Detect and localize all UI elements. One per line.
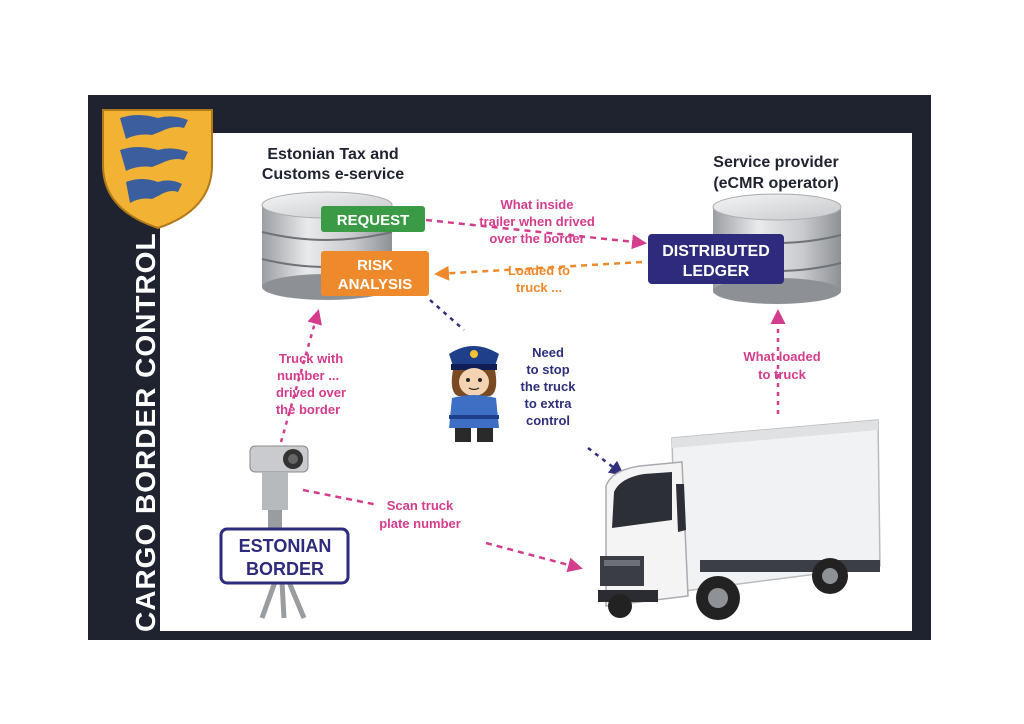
label-what-loaded-2: to truck: [758, 367, 806, 382]
label-truck-with-4: the border: [276, 402, 340, 417]
label-scan-truck-1: Scan truck: [387, 498, 454, 513]
label-truck-with-3: drived over: [276, 385, 346, 400]
risk-label-line1: RISK: [357, 257, 393, 274]
estonian-border-sign: ESTONIAN BORDER: [219, 527, 350, 585]
border-label-line2: BORDER: [246, 559, 324, 579]
arrow-police-to-truck: [587, 447, 625, 476]
label-need-stop-4: to extra: [525, 396, 573, 411]
label-need-stop-5: control: [526, 413, 570, 428]
arrow-camera-scan-start: [302, 488, 379, 507]
label-what-inside-3: over the border: [489, 231, 584, 246]
border-label-line1: ESTONIAN: [239, 536, 332, 556]
label-what-inside-1: What inside: [501, 197, 574, 212]
request-label: REQUEST: [337, 212, 410, 229]
ledger-label-line2: LEDGER: [683, 263, 750, 280]
provider-title-line2: (eCMR operator): [713, 175, 838, 192]
arrow-scan-to-truck: [485, 541, 583, 573]
label-need-stop-3: the truck: [521, 379, 577, 394]
customs-title-line1: Estonian Tax and: [267, 146, 398, 163]
box-truck-icon: [598, 419, 881, 620]
risk-label-line2: ANALYSIS: [338, 276, 412, 293]
request-badge: REQUEST: [321, 206, 425, 232]
label-scan-truck-2: plate number: [379, 516, 461, 531]
arrow-request-to-ledger: [425, 218, 647, 250]
label-loaded-to-2: truck ...: [516, 280, 562, 295]
label-what-inside-2: trailer when drived: [479, 214, 595, 229]
distributed-ledger-badge: DISTRIBUTED LEDGER: [648, 234, 784, 284]
label-what-loaded-1: What loaded: [743, 349, 820, 364]
surveillance-camera-icon: [249, 445, 309, 619]
police-officer-icon: [449, 346, 499, 442]
provider-title-line1: Service provider: [713, 154, 838, 171]
arrow-risk-to-police: [429, 299, 465, 331]
ledger-label-line1: DISTRIBUTED: [662, 243, 770, 260]
label-need-stop-2: to stop: [526, 362, 569, 377]
label-truck-with-2: number ...: [277, 368, 339, 383]
coat-of-arms-icon: [102, 109, 213, 230]
label-need-stop-1: Need: [532, 345, 564, 360]
label-truck-with-1: Truck with: [279, 351, 343, 366]
customs-title-line2: Customs e-service: [262, 166, 404, 183]
risk-analysis-badge: RISK ANALYSIS: [321, 251, 429, 296]
label-loaded-to-1: Loaded to: [508, 263, 570, 278]
arrow-ledger-to-risk: [434, 260, 643, 281]
